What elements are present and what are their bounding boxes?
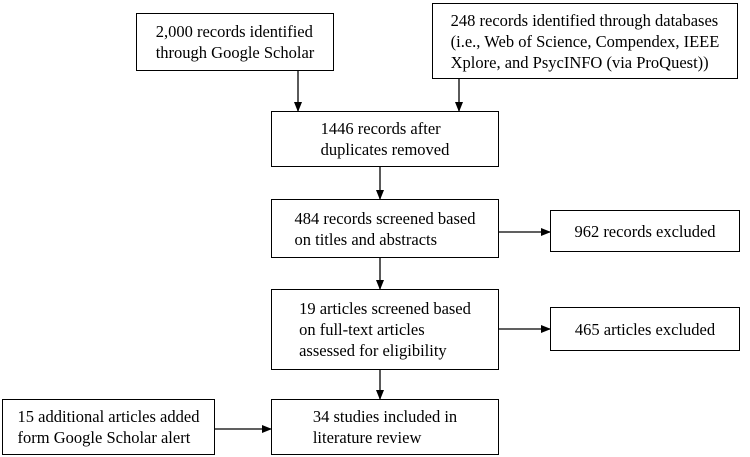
box-articles-screened-text: 19 articles screened based on full-text … <box>299 299 471 360</box>
box-records-excluded-text: 962 records excluded <box>574 221 716 241</box>
box-records-screened: 484 records screened based on titles and… <box>271 199 499 258</box>
box-database-text: 248 records identified through databases… <box>450 10 720 72</box>
box-records-excluded: 962 records excluded <box>550 210 740 252</box>
box-studies-included-text: 34 studies included in literature review <box>312 407 458 447</box>
box-google-scholar-records: 2,000 records identified through Google … <box>136 13 334 71</box>
box-google-scholar-text: 2,000 records identified through Google … <box>155 22 315 62</box>
box-articles-screened: 19 articles screened based on full-text … <box>271 289 499 370</box>
box-studies-included: 34 studies included in literature review <box>271 399 499 455</box>
box-duplicates-removed: 1446 records after duplicates removed <box>271 111 499 167</box>
box-database-records: 248 records identified through databases… <box>432 3 738 79</box>
box-additional-articles-text: 15 additional articles added form Google… <box>17 407 200 447</box>
box-additional-articles: 15 additional articles added form Google… <box>2 399 215 455</box>
box-articles-excluded-text: 465 articles excluded <box>574 319 716 339</box>
box-records-screened-text: 484 records screened based on titles and… <box>294 208 476 249</box>
box-duplicates-text: 1446 records after duplicates removed <box>320 119 450 159</box>
box-articles-excluded: 465 articles excluded <box>550 307 740 351</box>
